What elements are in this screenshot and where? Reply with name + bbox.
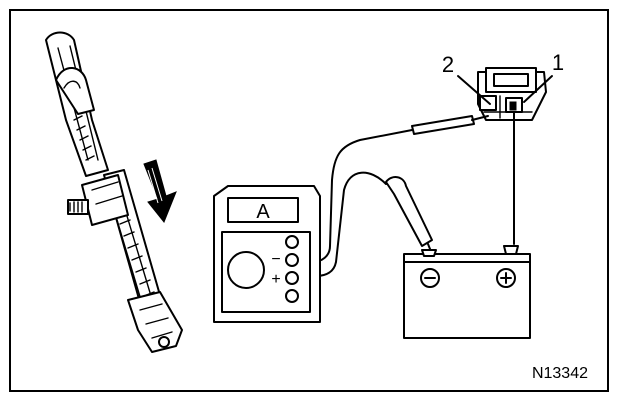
ammeter-minus-label: − [271, 251, 280, 268]
callout-label-2: 2 [442, 52, 454, 77]
ammeter [213, 185, 321, 323]
callout-line-2 [457, 75, 491, 105]
battery [403, 245, 531, 339]
ammeter-display: A [256, 201, 270, 223]
figure-code: N13342 [532, 365, 588, 382]
ammeter-plus-label: + [271, 271, 280, 288]
seat-belt-mechanism [45, 31, 183, 353]
callout-label-1: 1 [552, 50, 564, 75]
probe-lower [289, 171, 433, 277]
battery-plus-sign [500, 272, 512, 284]
figure-frame [9, 9, 609, 392]
direction-arrow-icon [143, 159, 177, 223]
connector [477, 67, 547, 121]
callout-line-1 [523, 75, 553, 103]
